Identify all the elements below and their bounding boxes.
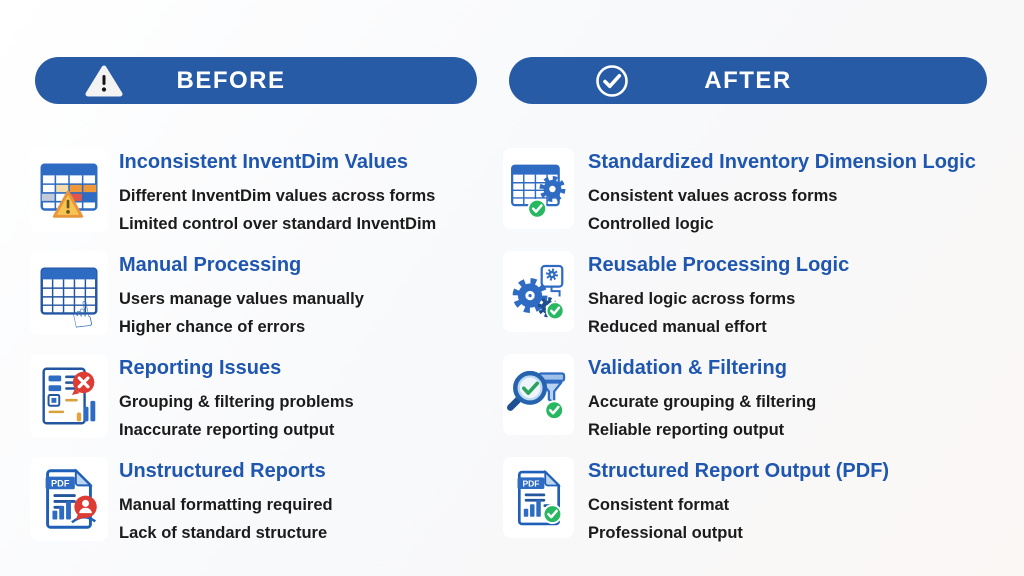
- table-warning-icon: [30, 148, 108, 232]
- after-header-label: AFTER: [704, 66, 792, 94]
- item-card: ☝ Manual Processing Users manage values …: [30, 251, 436, 354]
- item-title: Unstructured Reports: [119, 460, 326, 482]
- pdf-check-icon: PDF: [503, 457, 574, 538]
- item-line: Shared logic across forms: [588, 290, 796, 308]
- item-line: Limited control over standard InventDim: [119, 215, 437, 233]
- after-header-pill: AFTER: [509, 57, 987, 104]
- item-line: Manual formatting required: [119, 496, 333, 514]
- check-circle-icon: [596, 64, 628, 97]
- svg-text:PDF: PDF: [522, 478, 539, 488]
- item-card: Standardized Inventory Dimension Logic C…: [503, 148, 976, 251]
- item-title: Reporting Issues: [119, 357, 282, 379]
- before-column: Inconsistent InventDim Values Different …: [30, 148, 436, 560]
- item-card: Inconsistent InventDim Values Different …: [30, 148, 436, 251]
- item-title: Validation & Filtering: [588, 357, 787, 379]
- item-line: Controlled logic: [588, 215, 714, 233]
- report-error-icon: [30, 354, 108, 438]
- item-line: Consistent values across forms: [588, 187, 838, 205]
- item-card: PDF Unstructured Reports Manual formatti…: [30, 457, 436, 560]
- item-line: Different InventDim values across forms: [119, 187, 436, 205]
- item-line: Professional output: [588, 524, 743, 542]
- item-card: Validation & Filtering Accurate grouping…: [503, 354, 976, 457]
- before-header-pill: BEFORE: [35, 57, 477, 104]
- before-header-label: BEFORE: [176, 66, 286, 94]
- svg-text:PDF: PDF: [51, 478, 70, 488]
- item-card: Reporting Issues Grouping & filtering pr…: [30, 354, 436, 457]
- pdf-error-icon: PDF: [30, 457, 108, 541]
- item-title: Inconsistent InventDim Values: [119, 151, 408, 173]
- table-hand-icon: ☝: [30, 251, 108, 335]
- item-line: Grouping & filtering problems: [119, 393, 354, 411]
- warning-triangle-icon: [85, 65, 123, 96]
- item-line: Users manage values manually: [119, 290, 364, 308]
- item-line: Reliable reporting output: [588, 421, 785, 439]
- item-line: Higher chance of errors: [119, 318, 306, 336]
- item-line: Consistent format: [588, 496, 730, 514]
- item-line: Inaccurate reporting output: [119, 421, 335, 439]
- item-line: Reduced manual effort: [588, 318, 767, 336]
- table-gear-check-icon: [503, 148, 574, 229]
- item-line: Accurate grouping & filtering: [588, 393, 817, 411]
- item-title: Standardized Inventory Dimension Logic: [588, 151, 976, 173]
- after-column: Standardized Inventory Dimension Logic C…: [503, 148, 976, 560]
- item-card: PDF Structured Report Output (PDF) Consi…: [503, 457, 976, 560]
- item-line: Lack of standard structure: [119, 524, 328, 542]
- item-title: Structured Report Output (PDF): [588, 460, 890, 482]
- search-filter-check-icon: [503, 354, 574, 435]
- item-card: Reusable Processing Logic Shared logic a…: [503, 251, 976, 354]
- item-title: Reusable Processing Logic: [588, 254, 850, 276]
- gears-check-icon: [503, 251, 574, 332]
- item-title: Manual Processing: [119, 254, 302, 276]
